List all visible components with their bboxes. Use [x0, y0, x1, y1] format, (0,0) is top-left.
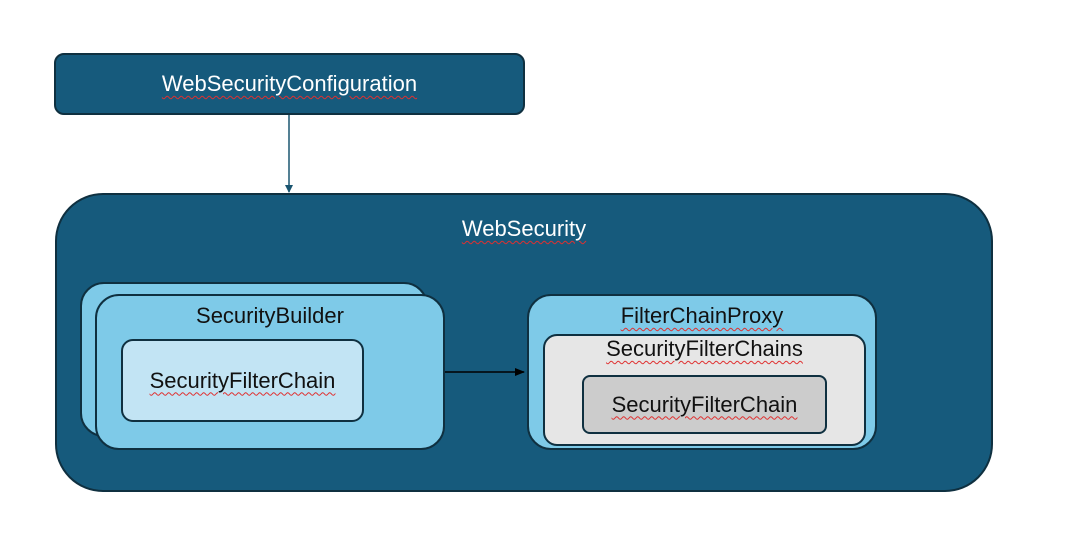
websecurity-label: WebSecurity	[461, 216, 587, 241]
proxy-securityfilterchain-box: SecurityFilterChain	[582, 375, 827, 434]
builder-securityfilterchain-box: SecurityFilterChain	[121, 339, 364, 422]
proxy-securityfilterchain-label: SecurityFilterChain	[611, 391, 798, 417]
securityfilterchains-title: SecurityFilterChains	[543, 334, 866, 364]
filterchainproxy-title: FilterChainProxy	[527, 300, 877, 332]
websecurityconfiguration-box: WebSecurityConfiguration	[54, 53, 525, 115]
websecurityconfiguration-label: WebSecurityConfiguration	[161, 71, 418, 96]
websecurity-title: WebSecurity	[55, 212, 993, 246]
builder-securityfilterchain-label: SecurityFilterChain	[149, 367, 336, 393]
securitybuilder-title: SecurityBuilder	[95, 300, 445, 332]
securitybuilder-label: SecurityBuilder	[196, 303, 344, 328]
filterchainproxy-label: FilterChainProxy	[620, 303, 784, 328]
securityfilterchains-label: SecurityFilterChains	[606, 336, 803, 361]
